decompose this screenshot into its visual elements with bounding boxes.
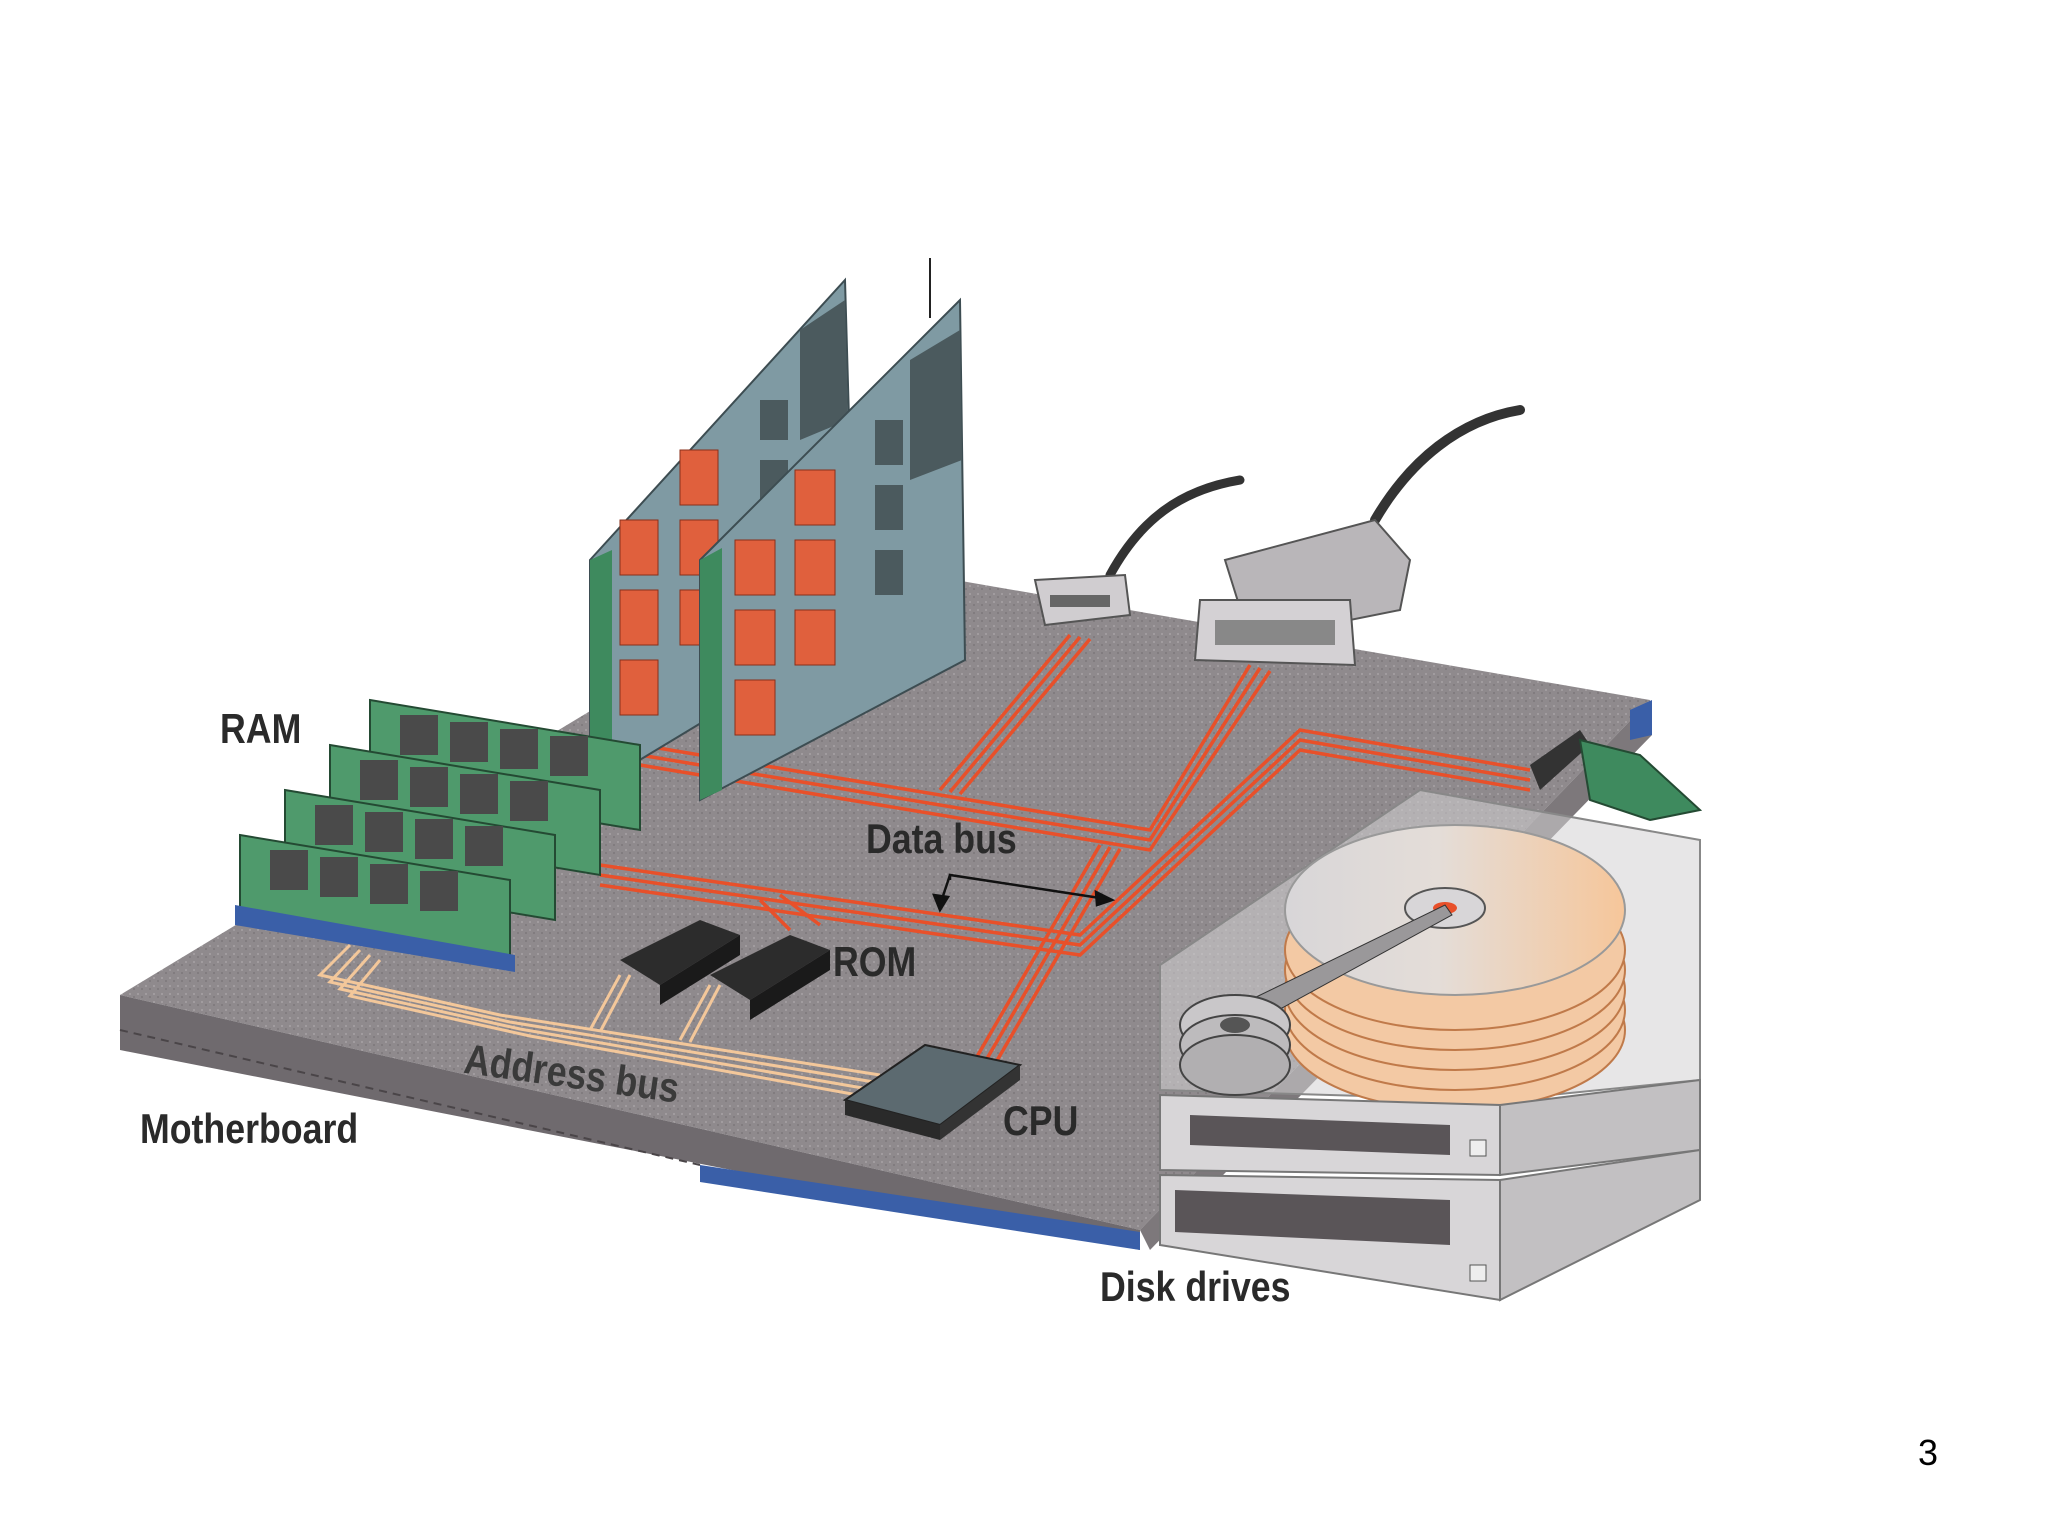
small-port-connector bbox=[1033, 475, 1245, 627]
cpu-label: CPU bbox=[1003, 1097, 1079, 1144]
disk-drives-label: Disk drives bbox=[1100, 1263, 1291, 1310]
ram-label: RAM bbox=[220, 705, 302, 752]
drive-bay-2 bbox=[1159, 1148, 1701, 1302]
cpu-chip bbox=[842, 1043, 1023, 1140]
hard-disk-drive bbox=[1159, 788, 1701, 1111]
data-bus-label: Data bus bbox=[866, 815, 1017, 862]
expansion-card-front bbox=[699, 297, 967, 802]
ribbon-cable-connector bbox=[1530, 730, 1703, 822]
slide-page-number: 3 bbox=[1918, 1432, 1939, 1473]
rom-chip-2 bbox=[710, 935, 830, 1020]
ram-module-4 bbox=[235, 833, 515, 972]
address-bus-traces bbox=[317, 943, 881, 1101]
serial-port-connector bbox=[1193, 405, 1525, 667]
rom-chip-1 bbox=[620, 920, 740, 1005]
data-bus-traces bbox=[599, 633, 1531, 1065]
drive-bay-1 bbox=[1159, 1078, 1701, 1177]
rom-label: ROM bbox=[833, 938, 917, 985]
motherboard-label: Motherboard bbox=[140, 1105, 359, 1152]
data-bus-pointer bbox=[932, 873, 1116, 913]
